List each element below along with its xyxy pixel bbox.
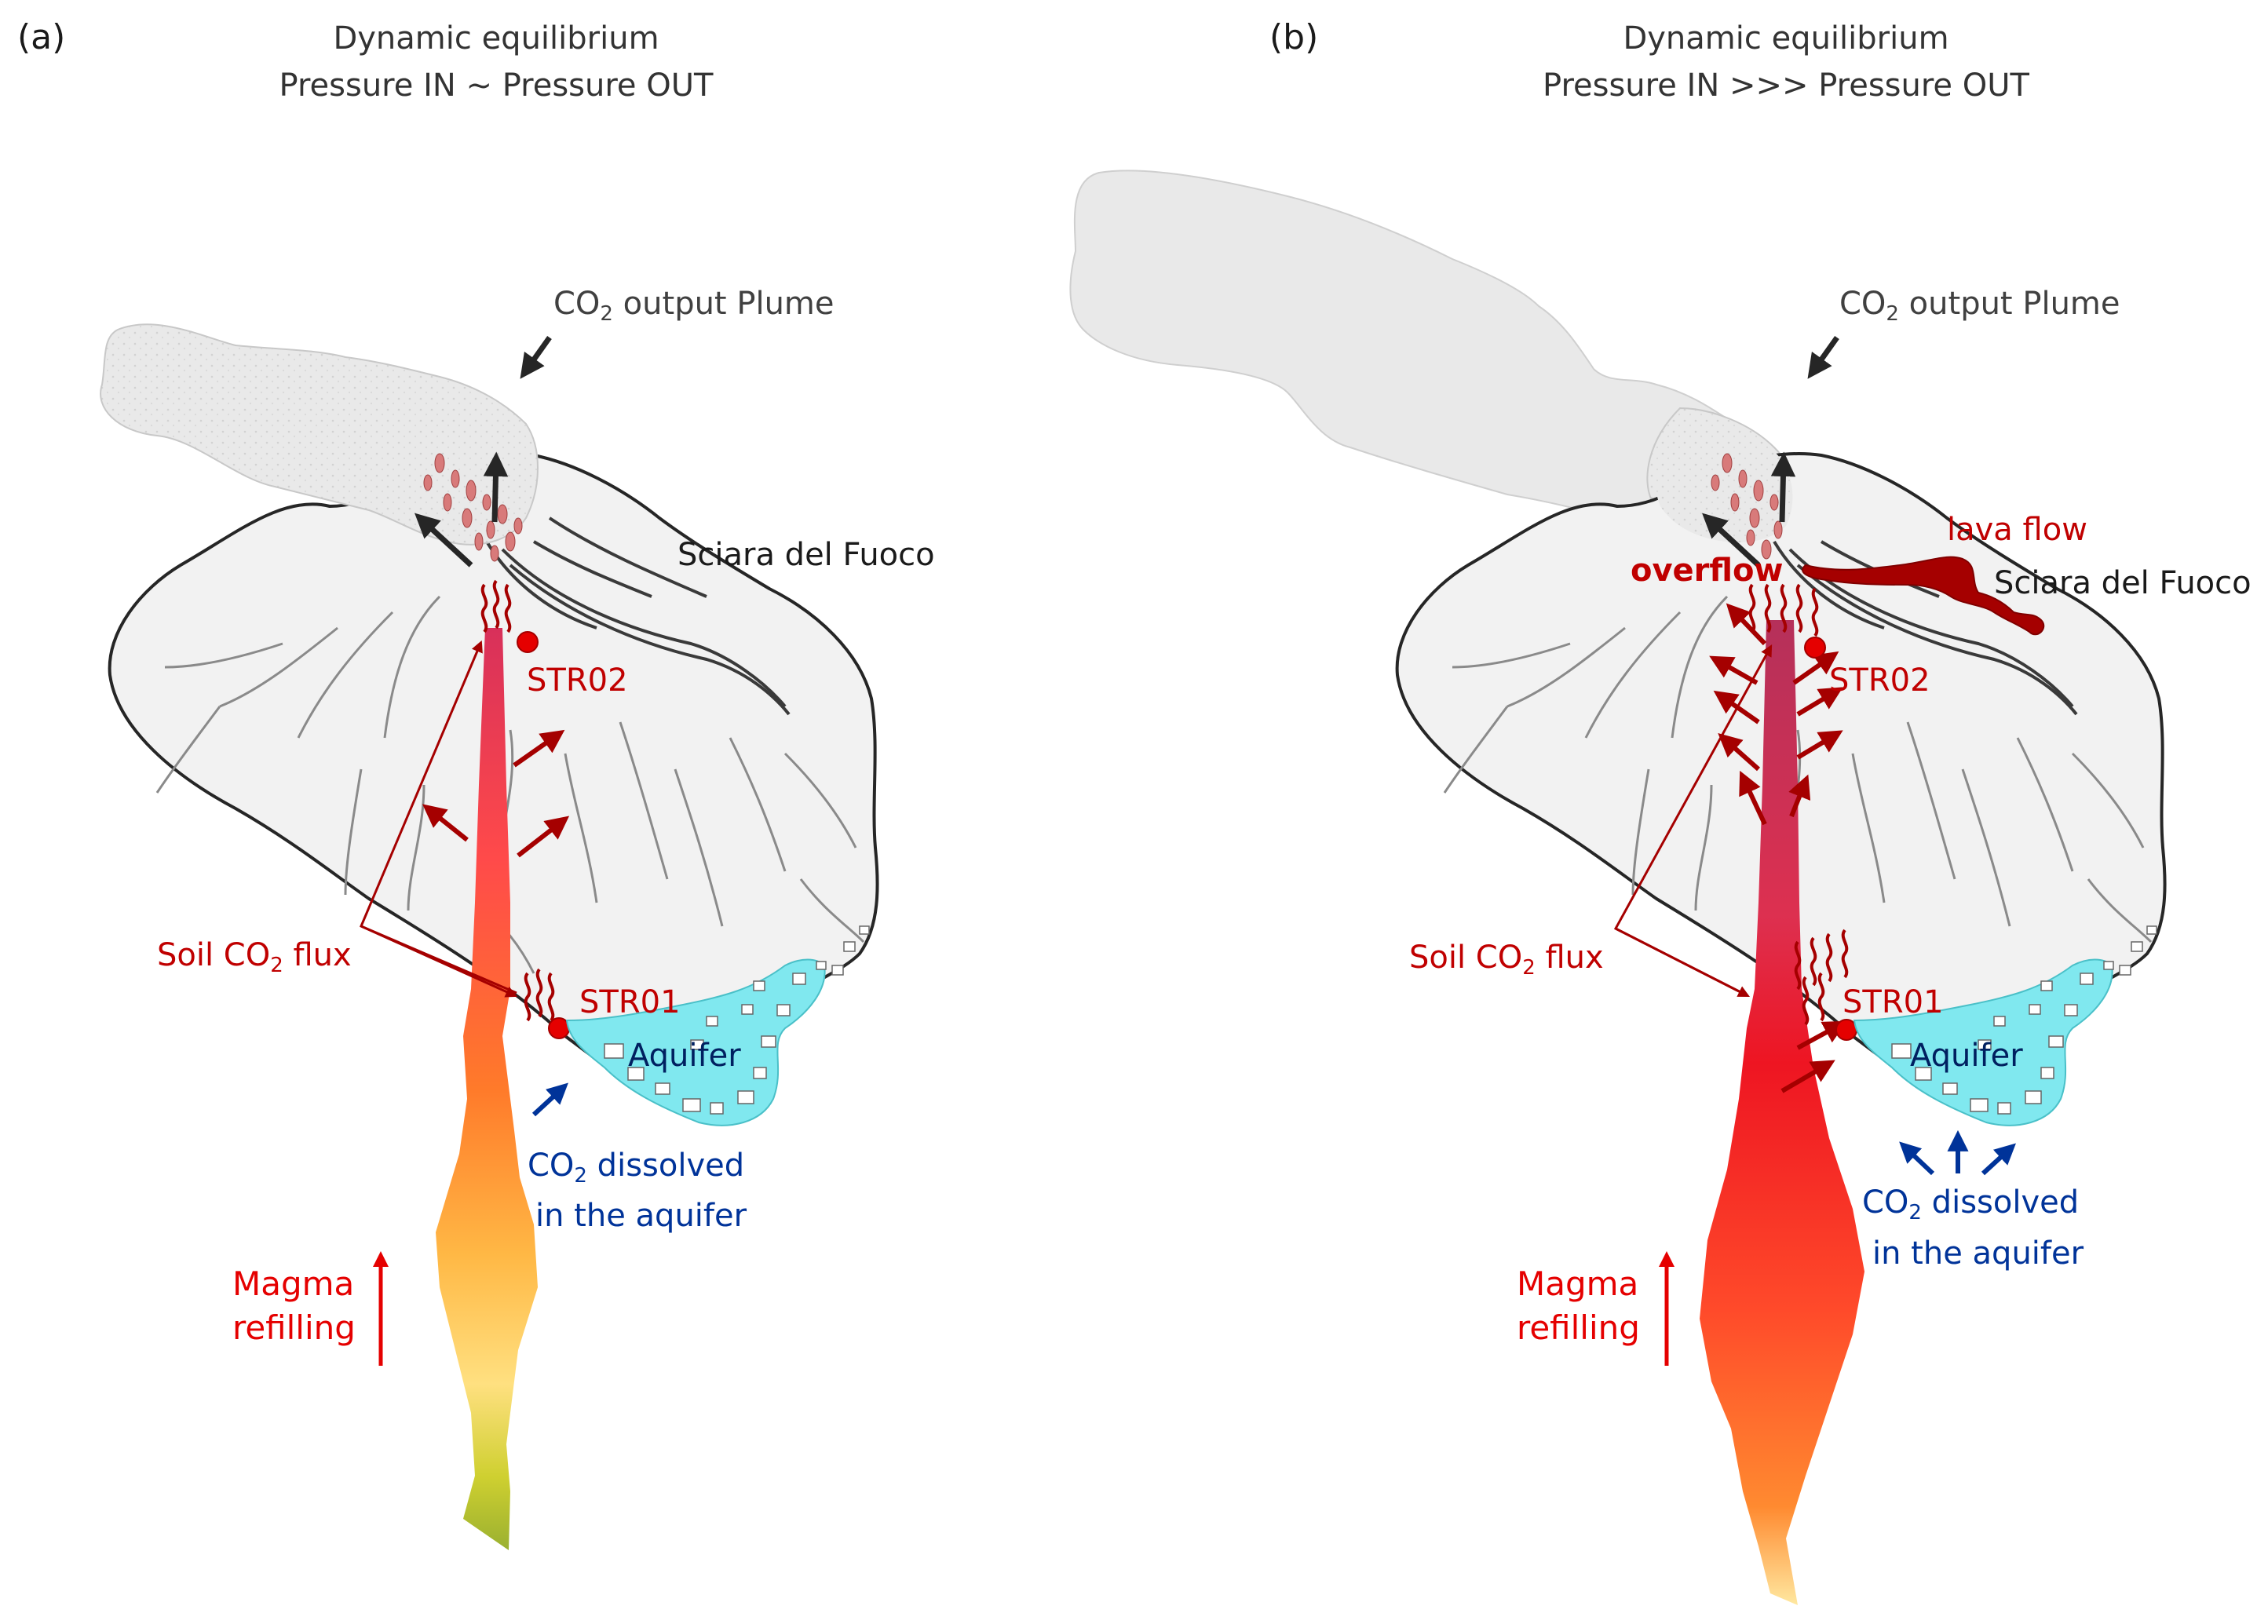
panel-b-lava-flow-label: lava flow [1947, 512, 2087, 548]
panel-a-aquifer-label: Aquifer [628, 1038, 741, 1074]
panel-b-title-line2: Pressure IN >>> Pressure OUT [1543, 68, 2029, 104]
panel-a-dissolved-arrow [531, 1082, 568, 1117]
panel-b-heat-wiggles-str01 [1794, 929, 1849, 1026]
panel-b-ejecta [1711, 453, 1783, 560]
panel-a-magma-label-line2: refilling [232, 1308, 356, 1347]
panel-a-str01-marker [548, 1017, 570, 1039]
panel-b-str01-marker [1835, 1019, 1857, 1041]
panel-b-lava-flow [1802, 556, 2045, 636]
panel-b-plume-label: CO2 output Plume [1839, 286, 2120, 326]
panel-a-magma-conduit [436, 628, 538, 1550]
panel-a-soil-flux-label: Soil CO2 flux [157, 937, 352, 977]
panel-b-str02-marker [1804, 637, 1826, 659]
panel-b-magma-label-line2: refilling [1517, 1308, 1640, 1347]
panel-b-flux-arrows [1709, 603, 1847, 1093]
panel-b-aquifer-pores [1891, 925, 2157, 1115]
panel-a-plume-arrow-up [483, 451, 509, 523]
panel-a-str02-label: STR02 [527, 662, 628, 699]
panel-a-dissolved-label-line2: in the aquifer [535, 1198, 747, 1234]
panel-a-title-line1: Dynamic equilibrium [333, 20, 659, 57]
panel-b-letter: (b) [1269, 17, 1318, 57]
panel-a-ejecta [423, 453, 523, 562]
panel-b-magma-label-line1: Magma [1517, 1265, 1638, 1303]
panel-a-str01-label: STR01 [579, 984, 681, 1020]
panel-a-flux-arrows [422, 729, 570, 858]
panel-a-plume-arrow-left [415, 513, 473, 567]
panel-b-soil-flux-label: Soil CO2 flux [1409, 940, 1604, 980]
panel-a-dissolved-label: CO2 dissolved [528, 1148, 744, 1188]
panel-a-heat-wiggles-str01 [524, 968, 555, 1022]
panel-b-title-line1: Dynamic equilibrium [1623, 20, 1948, 57]
panel-b-str02-label: STR02 [1829, 662, 1930, 699]
panel-b: (b) Dynamic equilibrium Pressure IN >>> … [1069, 17, 2252, 1605]
panel-b-soil-flux-arrow-str01 [1615, 927, 1751, 998]
panel-b-overflow-label: overflow [1631, 553, 1784, 589]
panel-a-title-line2: Pressure IN ~ Pressure OUT [279, 68, 714, 104]
panel-a-magma-label-line1: Magma [232, 1265, 354, 1303]
panel-b-dissolved-arrows [1899, 1130, 2016, 1176]
panel-b-plume-arrow-up [1770, 451, 1796, 523]
panel-a-letter: (a) [17, 17, 65, 57]
panel-b-aquifer-label: Aquifer [1910, 1038, 2023, 1074]
panel-a-sciara-label: Sciara del Fuoco [677, 537, 935, 573]
panel-a-plume-label: CO2 output Plume [553, 286, 835, 326]
panel-b-heat-wiggles-top [1748, 583, 1819, 637]
panel-a-aquifer-pores [604, 925, 870, 1115]
panel-a-plume-pointer-arrow [520, 335, 552, 379]
panel-a: (a) Dynamic equilibrium Pressure IN ~ Pr… [17, 17, 935, 1550]
panel-a-str02-marker [517, 631, 539, 653]
panel-b-str01-label: STR01 [1843, 984, 1944, 1020]
panel-b-dissolved-label: CO2 dissolved [1862, 1184, 2079, 1224]
panel-a-heat-wiggles-top [480, 579, 512, 633]
panel-b-plume-arrow-left [1702, 513, 1761, 567]
panel-b-plume-pointer-arrow [1807, 335, 1839, 379]
panel-b-sciara-label: Sciara del Fuoco [1994, 565, 2252, 601]
panel-b-magma-conduit [1700, 620, 1864, 1605]
panel-b-dissolved-label-line2: in the aquifer [1872, 1235, 2084, 1272]
panel-a-soil-flux-arrow-str01 [360, 925, 518, 998]
